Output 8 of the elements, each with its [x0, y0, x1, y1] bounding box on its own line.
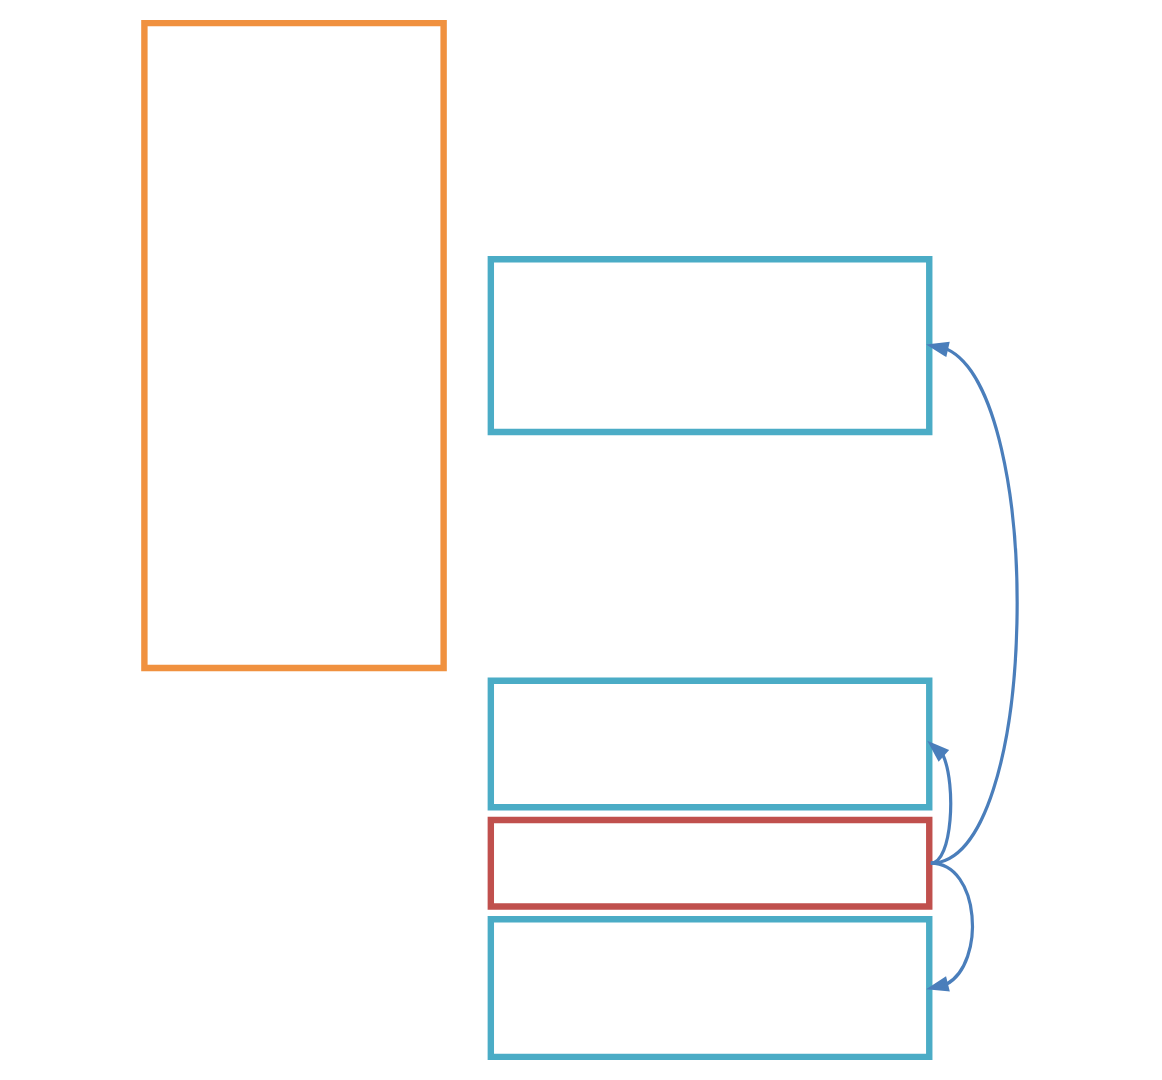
node-box: [487, 677, 933, 811]
node-box: [487, 256, 933, 436]
node-box: [141, 19, 447, 672]
arrow: [926, 341, 1019, 865]
arrow: [926, 861, 974, 992]
node-box: [487, 916, 933, 1061]
node-box: [487, 816, 933, 910]
arrow: [927, 740, 953, 865]
